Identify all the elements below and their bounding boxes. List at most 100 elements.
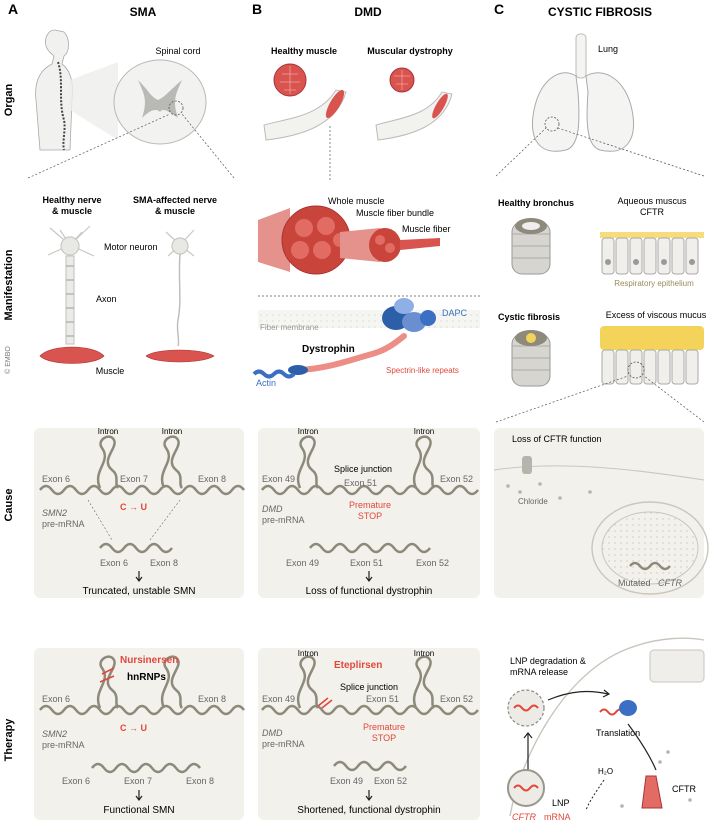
cftr-channel bbox=[620, 750, 692, 809]
dmd-cause-mrna-exon51: Exon 51 bbox=[350, 558, 383, 568]
sma-cause-premrna: pre-mRNA bbox=[42, 519, 85, 529]
water-label: H₂O bbox=[598, 767, 613, 776]
cf-zoom-line-2-left bbox=[495, 375, 629, 423]
row-label-organ: Organ bbox=[3, 84, 15, 117]
sma-therapy-mrna-exon8: Exon 8 bbox=[186, 776, 214, 786]
lnp-release-label-2: mRNA release bbox=[510, 667, 568, 677]
translation-arrow bbox=[627, 723, 657, 771]
sma-therapy-result: Functional SMN bbox=[103, 805, 174, 816]
dmd-cause-exon49: Exon 49 bbox=[262, 474, 295, 484]
dmd-cause-premrna: pre-mRNA bbox=[262, 515, 305, 525]
row-label-manifestation: Manifestation bbox=[3, 249, 15, 320]
sma-therapy-drug: Nursinersen bbox=[120, 655, 178, 666]
healthy-muscle-fiber bbox=[39, 346, 105, 364]
lnp-particle bbox=[507, 769, 545, 807]
sma-zoom-line-right bbox=[181, 113, 235, 179]
dmd-therapy-stop-2: STOP bbox=[372, 733, 396, 743]
water-arrow bbox=[585, 779, 605, 811]
cf-healthy-label: Healthy bronchus bbox=[498, 198, 574, 208]
actin-label: Actin bbox=[256, 378, 276, 388]
dmd-cause-mrna-exon49: Exon 49 bbox=[286, 558, 319, 568]
ribosome-translation bbox=[599, 700, 637, 716]
dystrophin-label: Dystrophin bbox=[302, 344, 355, 355]
dmd-cause-gene: DMD bbox=[262, 504, 283, 514]
sma-cause-arrow bbox=[135, 571, 143, 582]
dystrophy-muscle-illustration bbox=[375, 67, 453, 141]
sma-therapy-mrna-strand bbox=[91, 762, 201, 774]
lnp-entry-arrow-head bbox=[523, 732, 533, 739]
dmd-therapy-arrow bbox=[365, 790, 373, 801]
sma-body-illustration bbox=[35, 29, 73, 151]
dystrophin-chain bbox=[297, 333, 407, 373]
panel-title-cf: CYSTIC FIBROSIS bbox=[548, 5, 652, 19]
sma-therapy-premrna-strand bbox=[39, 655, 245, 716]
sma-zoom-line-left bbox=[27, 113, 171, 179]
sma-cause-mrna-strand bbox=[99, 542, 173, 554]
dmd-cause-intron-1: Intron bbox=[298, 427, 318, 436]
sma-cause-intron-2: Intron bbox=[162, 427, 182, 436]
dmd-cause-premrna-strand bbox=[261, 435, 479, 496]
sma-cause-gene: SMN2 bbox=[42, 508, 67, 518]
sma-cause-mutation: C → U bbox=[120, 502, 147, 512]
nursinersen-aso bbox=[99, 667, 115, 683]
cf-bronchus bbox=[511, 330, 551, 387]
chloride-label: Chloride bbox=[518, 497, 548, 506]
cf-cell-illustration bbox=[493, 456, 709, 595]
panel-letter-b: B bbox=[252, 1, 262, 17]
viscous-mucus-label: Excess of viscous mucus bbox=[606, 310, 707, 320]
lung-illustration bbox=[532, 33, 634, 152]
motor-neuron-label: Motor neuron bbox=[104, 242, 158, 252]
copyright-label: © EMBO bbox=[4, 346, 12, 374]
dmd-therapy-splice: Splice junction bbox=[340, 682, 398, 692]
bundle-label: Muscle fiber bundle bbox=[356, 208, 434, 218]
spinal-cord-cross-section bbox=[113, 59, 207, 145]
dmd-dystrophy-label: Muscular dystrophy bbox=[367, 46, 453, 56]
aqueous-mucus-label: Aqueous muscus bbox=[617, 196, 687, 206]
mutated-cftr-prefix: Mutated bbox=[618, 578, 651, 588]
dmd-cause-exon52: Exon 52 bbox=[440, 474, 473, 484]
release-arrow bbox=[547, 690, 609, 701]
sma-therapy-gene: SMN2 bbox=[42, 729, 67, 739]
sma-therapy-mrna-exon7: Exon 7 bbox=[124, 776, 152, 786]
translation-label: Translation bbox=[596, 728, 640, 738]
dmd-cause-arrow bbox=[365, 571, 373, 582]
whole-muscle-illustration bbox=[258, 205, 440, 275]
dmd-therapy-result: Shortened, functional dystrophin bbox=[297, 805, 440, 816]
whole-muscle-label: Whole muscle bbox=[328, 196, 385, 206]
healthy-muscle-illustration bbox=[263, 63, 347, 141]
sma-cause-mrna-exon8: Exon 8 bbox=[150, 558, 178, 568]
lnp-label: LNP bbox=[552, 798, 570, 808]
lnp-release-label-1: LNP degradation & bbox=[510, 656, 586, 666]
sma-therapy-exon6: Exon 6 bbox=[42, 694, 70, 704]
dmd-cause-result: Loss of functional dystrophin bbox=[306, 586, 433, 597]
dmd-therapy-premrna: pre-mRNA bbox=[262, 739, 305, 749]
sma-healthy-label-1: Healthy nerve bbox=[42, 195, 101, 205]
sma-cause-intron-1: Intron bbox=[98, 427, 118, 436]
cf-zoom-line-right bbox=[557, 127, 705, 177]
sma-therapy-box bbox=[34, 648, 244, 820]
cftr-mrna-gene: CFTR bbox=[512, 812, 536, 822]
sma-cause-exon8: Exon 8 bbox=[198, 474, 226, 484]
cf-zoom-line-2-right bbox=[643, 375, 705, 423]
cf-zoom-line-left bbox=[495, 127, 547, 177]
dmd-therapy-gene: DMD bbox=[262, 728, 283, 738]
sma-cause-premrna-strand bbox=[39, 435, 245, 496]
fiber-label: Muscle fiber bbox=[402, 224, 451, 234]
actin-filament bbox=[252, 369, 296, 379]
healthy-motor-neuron bbox=[47, 225, 95, 345]
mutated-cftr-gene: CFTR bbox=[658, 578, 682, 588]
sma-cause-box bbox=[34, 428, 244, 598]
membrane-label: Fiber membrane bbox=[260, 323, 319, 332]
cftr-mrna-suffix: mRNA bbox=[544, 812, 571, 822]
dmd-cause-stop-1: Premature bbox=[349, 500, 391, 510]
sma-healthy-label-2: & muscle bbox=[52, 206, 92, 216]
dapc-complex bbox=[382, 298, 436, 332]
dmd-cause-intron-2: Intron bbox=[414, 427, 434, 436]
sma-affected-label-1: SMA-affected nerve bbox=[133, 195, 217, 205]
healthy-epithelium bbox=[600, 232, 704, 275]
sma-therapy-target: hnRNPs bbox=[127, 672, 166, 683]
sma-cause-splice-line-2 bbox=[149, 499, 181, 541]
cftr-label-manifestation: CFTR bbox=[640, 207, 664, 217]
dmd-cause-mrna-exon52: Exon 52 bbox=[416, 558, 449, 568]
